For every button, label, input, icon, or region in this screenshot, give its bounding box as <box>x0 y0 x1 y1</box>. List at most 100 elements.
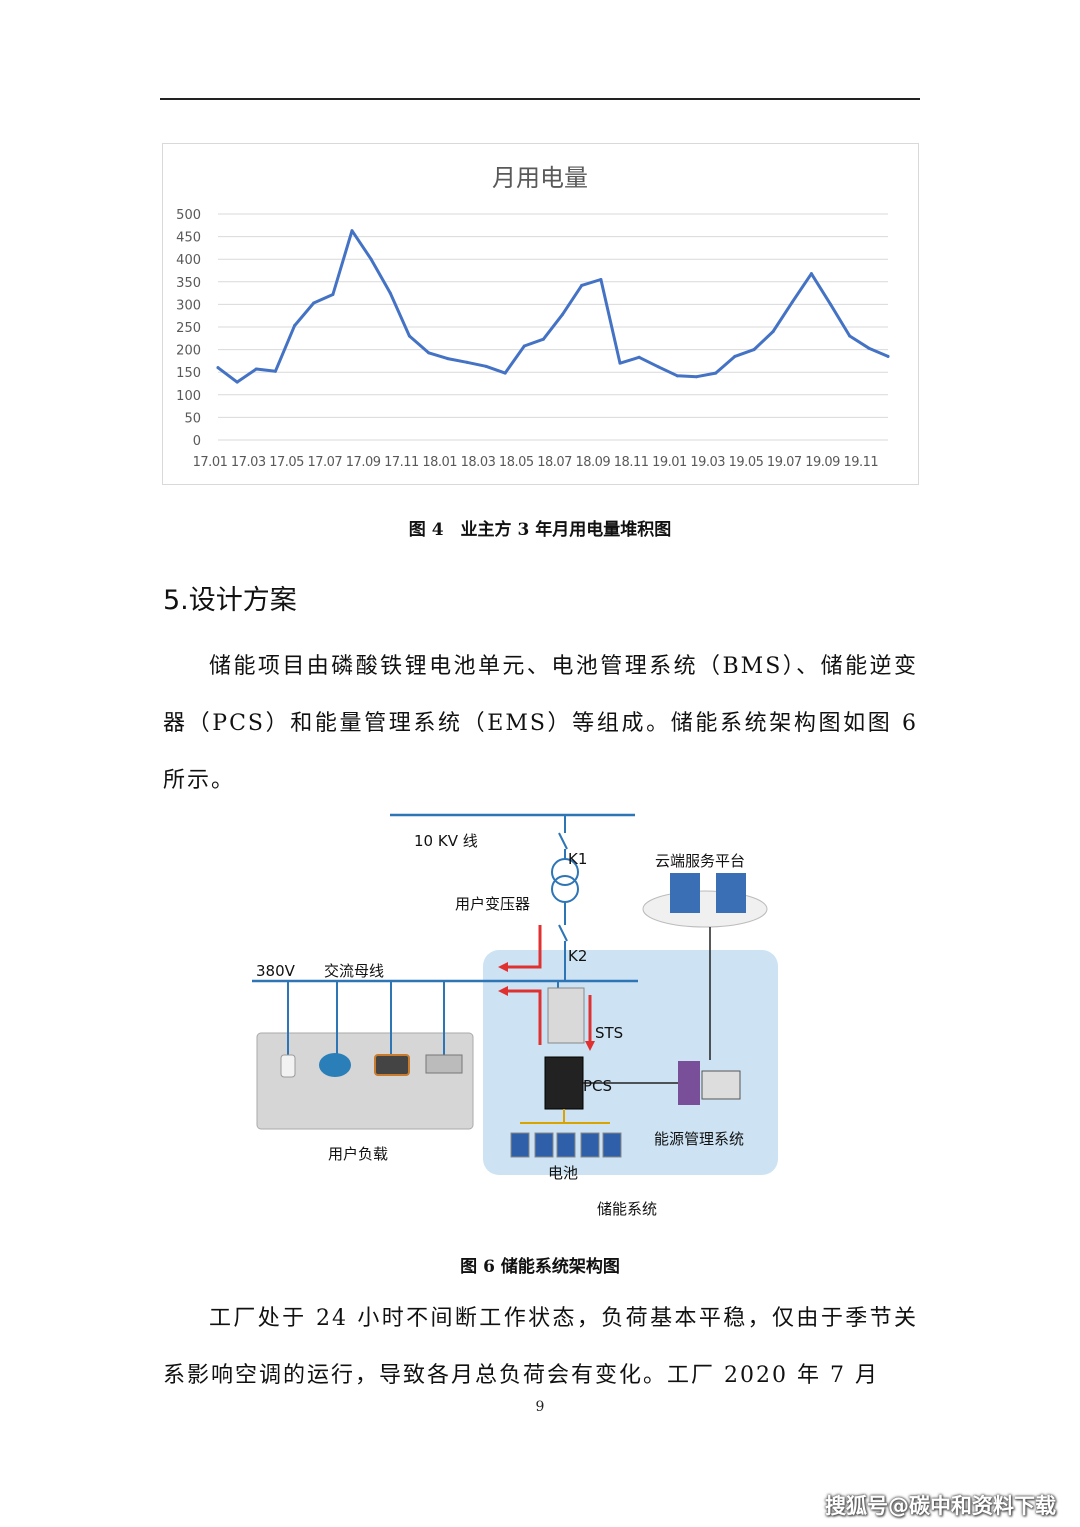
transformer-label: 用户变压器 <box>455 895 531 913</box>
x-tick-label: 17.09 <box>346 455 381 470</box>
data-point <box>886 354 890 358</box>
battery-icon-3 <box>556 1132 576 1158</box>
data-point <box>273 369 277 373</box>
x-tick-label: 17.01 <box>193 455 228 470</box>
data-point <box>293 324 297 328</box>
header-rule <box>160 98 920 100</box>
data-point <box>714 371 718 375</box>
x-tick-label: 18.09 <box>575 455 610 470</box>
paragraph-2-text: 工厂处于 24 小时不间断工作状态，负荷基本平稳，仅由于季节关系影响空调的运行，… <box>163 1306 918 1388</box>
data-point <box>427 351 431 355</box>
pcs-cabinet-icon <box>544 1056 584 1110</box>
sts-cabinet-icon <box>547 987 585 1044</box>
data-point <box>580 283 584 287</box>
x-tick-label: 18.11 <box>614 455 649 470</box>
cloud-icon <box>642 890 768 928</box>
pcs-label: PCS <box>583 1077 613 1095</box>
watermark: 搜狐号@碳中和资料下载 <box>825 1494 1056 1518</box>
x-tick-label: 19.01 <box>652 455 687 470</box>
battery-label: 电池 <box>548 1164 579 1182</box>
y-tick-label: 100 <box>176 389 201 404</box>
section-heading: 5.设计方案 <box>163 585 297 616</box>
y-tick-label: 250 <box>176 321 201 336</box>
cloud-label: 云端服务平台 <box>655 852 746 870</box>
y-tick-label: 500 <box>176 208 201 223</box>
x-tick-label: 18.07 <box>537 455 572 470</box>
x-tick-label: 19.11 <box>843 455 878 470</box>
data-point <box>503 371 507 375</box>
k2-label: K2 <box>568 947 588 965</box>
data-point <box>656 365 660 369</box>
y-tick-label: 400 <box>176 253 201 268</box>
data-point <box>733 354 737 358</box>
k1-switch-icon <box>558 832 568 850</box>
y-tick-label: 50 <box>184 411 201 426</box>
x-tick-label: 17.07 <box>307 455 342 470</box>
data-point <box>752 348 756 352</box>
server-icon-2 <box>716 873 746 913</box>
y-tick-label: 0 <box>193 434 201 449</box>
data-point <box>331 292 335 296</box>
battery-icon-4 <box>580 1132 600 1158</box>
flow-arrowhead-grid <box>498 962 508 972</box>
data-point <box>618 361 622 365</box>
flow-arrowhead-charge <box>585 1041 595 1051</box>
x-tick-label: 18.01 <box>422 455 457 470</box>
server-icon-1 <box>670 873 700 913</box>
transformer-icon <box>551 858 579 886</box>
data-point <box>522 344 526 348</box>
figure-4-caption: 图 4 业主方 3 年月用电量堆积图 <box>408 520 672 540</box>
data-point <box>561 312 565 316</box>
y-tick-label: 150 <box>176 366 201 381</box>
x-tick-label: 19.05 <box>729 455 764 470</box>
data-point <box>235 380 239 384</box>
data-point <box>637 355 641 359</box>
x-tick-label: 17.11 <box>384 455 419 470</box>
ems-monitor-icon <box>701 1070 741 1100</box>
ems-label: 能源管理系统 <box>654 1130 745 1148</box>
page-number: 9 <box>535 1399 545 1415</box>
ess-label: 储能系统 <box>597 1200 658 1218</box>
data-point <box>465 360 469 364</box>
data-point <box>254 367 258 371</box>
y-tick-label: 450 <box>176 231 201 246</box>
k1-label: K1 <box>568 850 588 868</box>
battery-icon-5 <box>602 1132 622 1158</box>
y-tick-label: 200 <box>176 344 201 359</box>
paragraph-1: 储能项目由磷酸铁锂电池单元、电池管理系统（BMS）、储能逆变器（PCS）和能量管… <box>163 638 918 809</box>
figure-6-caption: 图 6 储能系统架构图 <box>460 1257 620 1277</box>
x-tick-label: 19.03 <box>690 455 725 470</box>
x-tick-label: 18.05 <box>499 455 534 470</box>
data-point <box>541 337 545 341</box>
data-point <box>867 346 871 350</box>
flow-arrow-ess <box>504 989 542 1045</box>
k2-switch-icon <box>558 924 568 942</box>
y-tick-label: 300 <box>176 298 201 313</box>
ems-tower-icon <box>678 1061 700 1105</box>
transformer-icon-lower <box>551 875 579 903</box>
data-point <box>312 301 316 305</box>
data-point <box>829 302 833 306</box>
ess-architecture-diagram: 10 KV 线 K1 用户变压器 云端服务平台 K2 380V 交流母线 STS… <box>240 805 800 1225</box>
machine-icon <box>374 1054 410 1076</box>
data-point <box>790 300 794 304</box>
data-point <box>848 334 852 338</box>
y-tick-label: 350 <box>176 276 201 291</box>
flow-arrowhead-ess <box>498 986 508 996</box>
bulb-icon <box>280 1054 296 1078</box>
series-line <box>216 229 890 384</box>
data-point <box>350 229 354 233</box>
data-point <box>369 257 373 261</box>
ac-bus-label: 交流母线 <box>324 962 385 980</box>
data-point <box>771 330 775 334</box>
ac-unit-icon <box>425 1054 463 1074</box>
user-load-label: 用户负载 <box>328 1145 389 1163</box>
data-point <box>216 366 220 370</box>
data-point <box>407 334 411 338</box>
data-point <box>809 272 813 276</box>
battery-icon-2 <box>534 1132 554 1158</box>
x-tick-label: 19.07 <box>767 455 802 470</box>
battery-icon-1 <box>510 1132 530 1158</box>
